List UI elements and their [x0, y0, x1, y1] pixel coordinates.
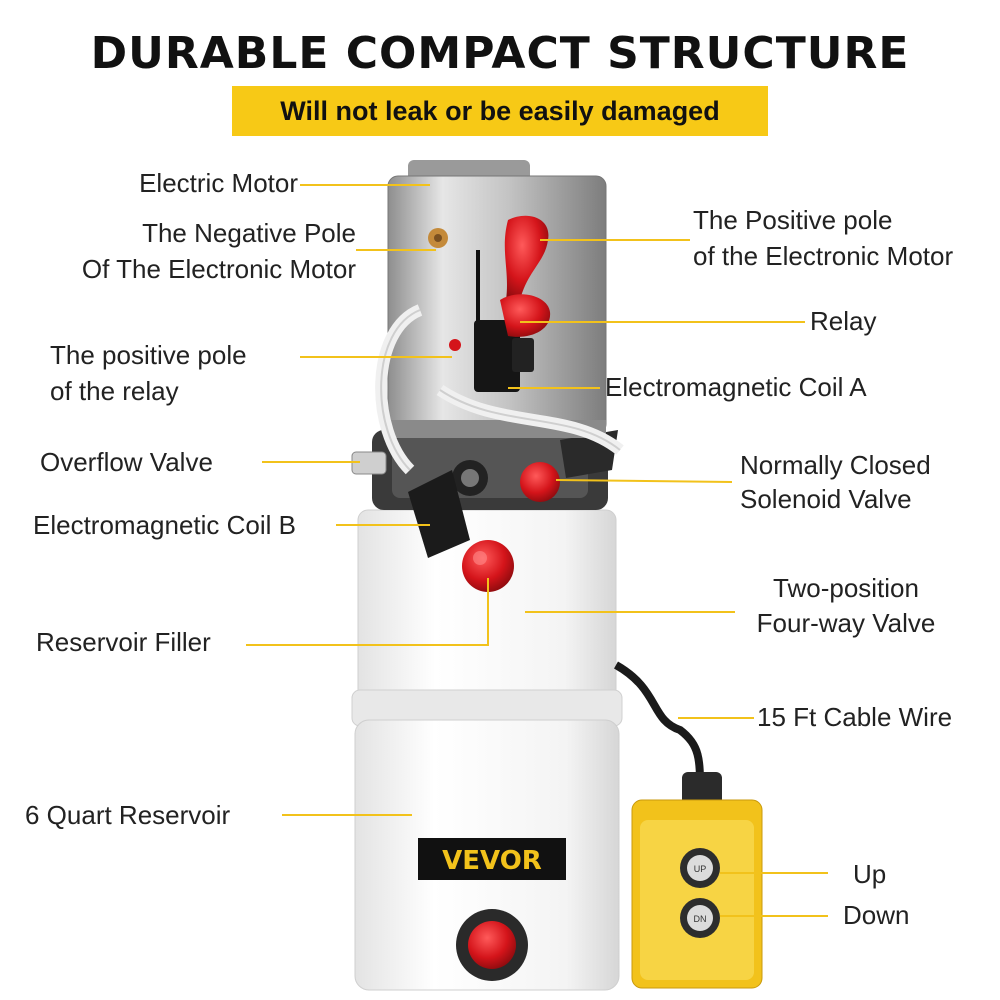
label-solenoid-line2: Solenoid Valve — [740, 484, 912, 514]
label-up: Up — [853, 859, 887, 889]
label-solenoid-line1: Normally Closed — [740, 450, 931, 480]
valve-manifold — [351, 430, 618, 558]
label-positive-pole-motor-line1: The Positive pole — [693, 205, 893, 235]
relay — [474, 320, 534, 392]
wiring — [375, 250, 704, 791]
subtitle-banner: Will not leak or be easily damaged — [232, 86, 768, 136]
label-positive-pole-relay-line2: of the relay — [50, 376, 179, 406]
label-overflow-valve: Overflow Valve — [40, 447, 213, 477]
vevor-logo: VEVOR — [418, 838, 566, 880]
label-coil-a: Electromagnetic Coil A — [605, 372, 867, 402]
label-four-way-line1: Two-position — [773, 573, 919, 603]
label-reservoir: 6 Quart Reservoir — [25, 800, 231, 830]
svg-text:VEVOR: VEVOR — [442, 846, 542, 876]
drain-cap — [456, 909, 528, 981]
label-coil-b: Electromagnetic Coil B — [33, 510, 296, 540]
svg-text:UP: UP — [694, 864, 707, 874]
reservoir-filler-cap — [462, 540, 514, 592]
page-title: DURABLE COMPACT STRUCTURE — [90, 28, 910, 79]
label-positive-pole-motor-line2: of the Electronic Motor — [693, 241, 954, 271]
electric-motor — [387, 160, 607, 438]
label-positive-pole-relay-line1: The positive pole — [50, 340, 247, 370]
negative-terminal — [428, 228, 448, 248]
label-relay: Relay — [810, 306, 877, 336]
svg-text:DN: DN — [694, 914, 707, 924]
leader-lines — [246, 184, 828, 917]
label-cable-wire: 15 Ft Cable Wire — [757, 702, 953, 732]
label-electric-motor: Electric Motor — [139, 168, 298, 198]
label-reservoir-filler: Reservoir Filler — [36, 627, 211, 657]
remote-pendant: UP DN — [631, 772, 763, 989]
label-down: Down — [843, 900, 910, 930]
positive-terminal-relay — [449, 294, 551, 351]
label-four-way-line2: Four-way Valve — [756, 608, 936, 638]
label-negative-pole-line2: Of The Electronic Motor — [81, 254, 356, 284]
positive-terminal-motor — [504, 215, 549, 300]
label-negative-pole-line1: The Negative Pole — [142, 218, 356, 248]
